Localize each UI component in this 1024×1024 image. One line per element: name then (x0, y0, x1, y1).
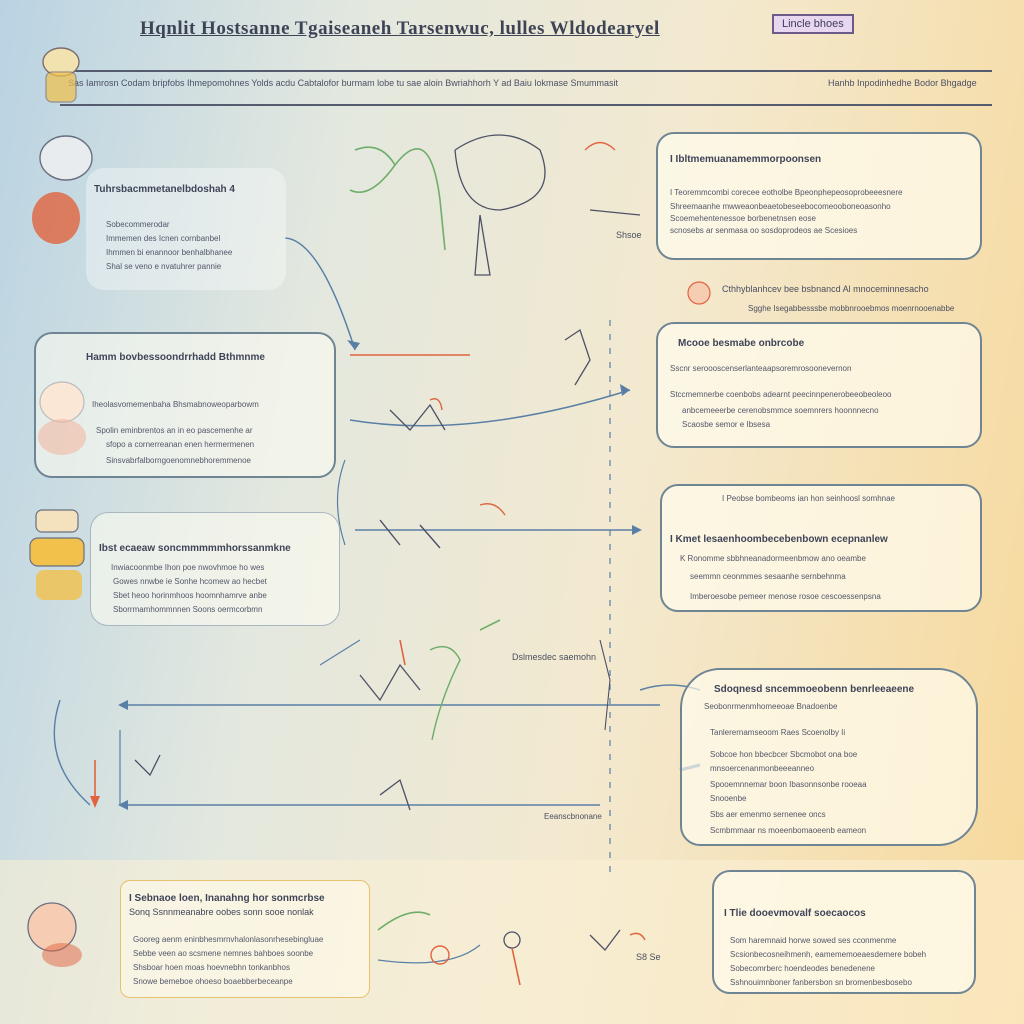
mid-label-d: S8 Se (636, 952, 661, 962)
left-panel-1: Tuhrsbacmmetanelbdoshah 4 Sobecommerodar… (86, 168, 286, 290)
bottom-left-line: Sebbe veen ao scsmene nemnes bahboes soo… (133, 949, 314, 958)
right-panel-1-line: Scoemehentenessoe borbenetnsen eose (670, 214, 816, 223)
right-panel-2-line: Stccmemnerbe coenbobs adearnt peecinnpen… (670, 390, 892, 399)
mid-note-title: Cthhyblanhcev bee bsbnancd Al mnoceminne… (722, 284, 929, 294)
mid-note-line: Sgghe Isegabbesssbe mobbnrooebmos moenrn… (748, 304, 955, 313)
header-subtitle: Sas Iamrosn Codam bripfobs Ihmepomohnes … (68, 78, 618, 88)
left-panel-2-line: Iheolasvomemenbaha Bhsmabnoweoparbowm (92, 400, 259, 409)
right-panel-4-line: Snooenbe (710, 794, 747, 803)
right-panel-5: I Tlie dooevmovalf soecaocos Som haremna… (712, 870, 976, 994)
small-figure-icon (687, 281, 711, 305)
title-badge: Lincle bhoes (772, 14, 854, 34)
right-panel-1-line: I Teoremmcombi corecee eotholbe Bpeonphe… (670, 188, 903, 197)
right-panel-5-line: Som haremnaid horwe sowed ses cconmenme (730, 936, 897, 945)
stacked-books-icon (29, 509, 85, 600)
right-panel-4-line: Seobonrmenmhomeeoae Bnadoenbe (704, 702, 838, 711)
face-sketch-icon (27, 902, 82, 967)
right-panel-3-title: I Kmet lesaenhoombecebenbown ecepnanlew (670, 534, 888, 545)
left-panel-3-title: Ibst ecaeaw soncmmmmmhorssanmkne (99, 543, 291, 554)
right-panel-1: I Ibltmemuanamemmorpoonsen I Teoremmcomb… (656, 132, 982, 260)
right-panel-1-line: scnosebs ar senmasa oo sosdoprodeos ae S… (670, 226, 858, 235)
diagram-header: Hqnlit Hostsanne Tgaiseaneh Tarsenwuc, l… (140, 14, 880, 46)
left-panel-3-line: Gowes nnwbe ie Sonhe hcomew ao hecbet (113, 577, 267, 586)
right-panel-1-line: Shreemaanhe mwweaonbeaetobeseebocomeoobo… (670, 202, 891, 211)
left-panel-2-title: Hamm bovbessoondrrhadd Bthmnme (86, 352, 265, 363)
bottom-left-line: Gooreg aenm eninbhesmrnvhalonlasonrheseb… (133, 935, 324, 944)
left-panel-3: Ibst ecaeaw soncmmmmmhorssanmkne Inwiaco… (90, 512, 340, 626)
bottom-left-line: Shsboar hoen moas hoevnebhn tonkanbhos (133, 963, 291, 972)
right-panel-2: Mcooe besmabe onbrcobe Sscnr seroooscens… (656, 322, 982, 448)
right-panel-4-line: Tanlerernamseoom Raes Scoenolby Ii (710, 728, 846, 737)
right-panel-4: Sdoqnesd sncemmoeobenn benrleeaeene Seob… (680, 668, 978, 846)
right-panel-5-line: Scsionbecosneihmenh, eamememoeaesdemere … (730, 950, 927, 959)
bottom-left-title: I Sebnaoe loen, Inanahng hor sonmcrbse (129, 893, 325, 904)
header-subtitle-right: Hanhb Inpodinhedhe Bodor Bhgadge (828, 78, 977, 88)
right-panel-4-line: Scmbmmaar ns moeenbomaoeenb eameon (710, 826, 867, 835)
left-panel-1-line: Shal se veno e nvatuhrer pannie (106, 262, 222, 271)
right-panel-3-line: K Ronomme sbbhneanadormeenbmow ano oeamb… (680, 554, 866, 563)
right-panel-5-title: I Tlie dooevmovalf soecaocos (724, 908, 866, 919)
right-panel-5-line: Sobecomrberc hoendeodes benedenene (730, 964, 876, 973)
lantern-icon (42, 47, 80, 103)
mid-label-a: Shsoe (616, 230, 642, 240)
left-panel-3-line: Sborrmamhommnnen Soons oermcorbmn (113, 605, 263, 614)
right-panel-3-line: Imberoesobe pemeer menose rosoe cescoess… (690, 592, 881, 601)
header-rule-bottom (60, 104, 992, 106)
right-panel-2-title: Mcooe besmabe onbrcobe (678, 338, 805, 349)
left-panel-1-line: Immemen des Icnen cornbanbel (106, 234, 221, 243)
right-panel-4-line: Sbs aer emenmo sernenee oncs (710, 810, 826, 819)
right-panel-3: I Kmet lesaenhoombecebenbown ecepnanlew … (660, 484, 982, 612)
figure-icon (32, 135, 93, 244)
left-panel-2-line: Spolin eminbrentos an in eo pascemenhe a… (96, 426, 253, 435)
left-panel-1-title: Tuhrsbacmmetanelbdoshah 4 (94, 184, 235, 195)
right-panel-3-line: I Peobse bombeoms ian hon seinhoosl somh… (722, 494, 895, 503)
left-panel-2-line: sfopo a cornerreanan enen hermermenen (106, 440, 255, 449)
right-panel-5-line: Sshnouimnboner fanbersbon sn bromenbesbo… (730, 978, 912, 987)
bottom-left-line: Snowe bemeboe ohoeso boaebberbeceanpe (133, 977, 293, 986)
left-panel-3-line: Inwiacoonmbe Ihon poe nwovhmoe ho wes (111, 563, 265, 572)
left-panel-1-line: Ihmmen bi enannoor benhalbhanee (106, 248, 233, 257)
right-panel-1-title: I Ibltmemuanamemmorpoonsen (670, 154, 822, 165)
mid-label-c: Eeanscbnonane (544, 812, 602, 821)
left-panel-3-line: Sbet heoo horinmhoos hoomnhamrve anbe (113, 591, 267, 600)
right-panel-2-line: anbcemeeerbe cerenobsmmce soemnrers hoon… (682, 406, 879, 415)
right-panel-3-line: seemmn ceonmmes sesaanhe sernbehnma (690, 572, 846, 581)
right-panel-4-line: Spooemnnemar boon Ibasonnsonbe rooeaa (710, 780, 867, 789)
right-panel-4-line: mnsoercenanmonbeeeanneo (710, 764, 815, 773)
right-panel-2-line: Scaosbe semor e Ibsesa (682, 420, 771, 429)
mid-label-b: Dslmesdec saemohn (512, 652, 597, 662)
right-panel-2-line: Sscnr seroooscenserlanteaapsoremrosoonev… (670, 364, 852, 373)
left-panel-2: Hamm bovbessoondrrhadd Bthmnme Iheolasvo… (34, 332, 336, 478)
page-title: Hqnlit Hostsanne Tgaiseaneh Tarsenwuc, l… (140, 18, 660, 39)
bottom-left-subtitle: Sonq Ssnnmeanabre oobes sonn sooe nonlak (129, 907, 314, 917)
header-rule-top (60, 70, 992, 72)
bottom-left-panel: I Sebnaoe loen, Inanahng hor sonmcrbse S… (120, 880, 370, 998)
right-panel-4-title: Sdoqnesd sncemmoeobenn benrleeaeene (714, 684, 915, 695)
left-panel-2-line: Sinsvabrfalborngoenomnebhoremmenoe (106, 456, 251, 465)
right-panel-4-line: Sobcoe hon bbecbcer Sbcmobot ona boe (710, 750, 858, 759)
left-panel-1-line: Sobecommerodar (106, 220, 170, 229)
